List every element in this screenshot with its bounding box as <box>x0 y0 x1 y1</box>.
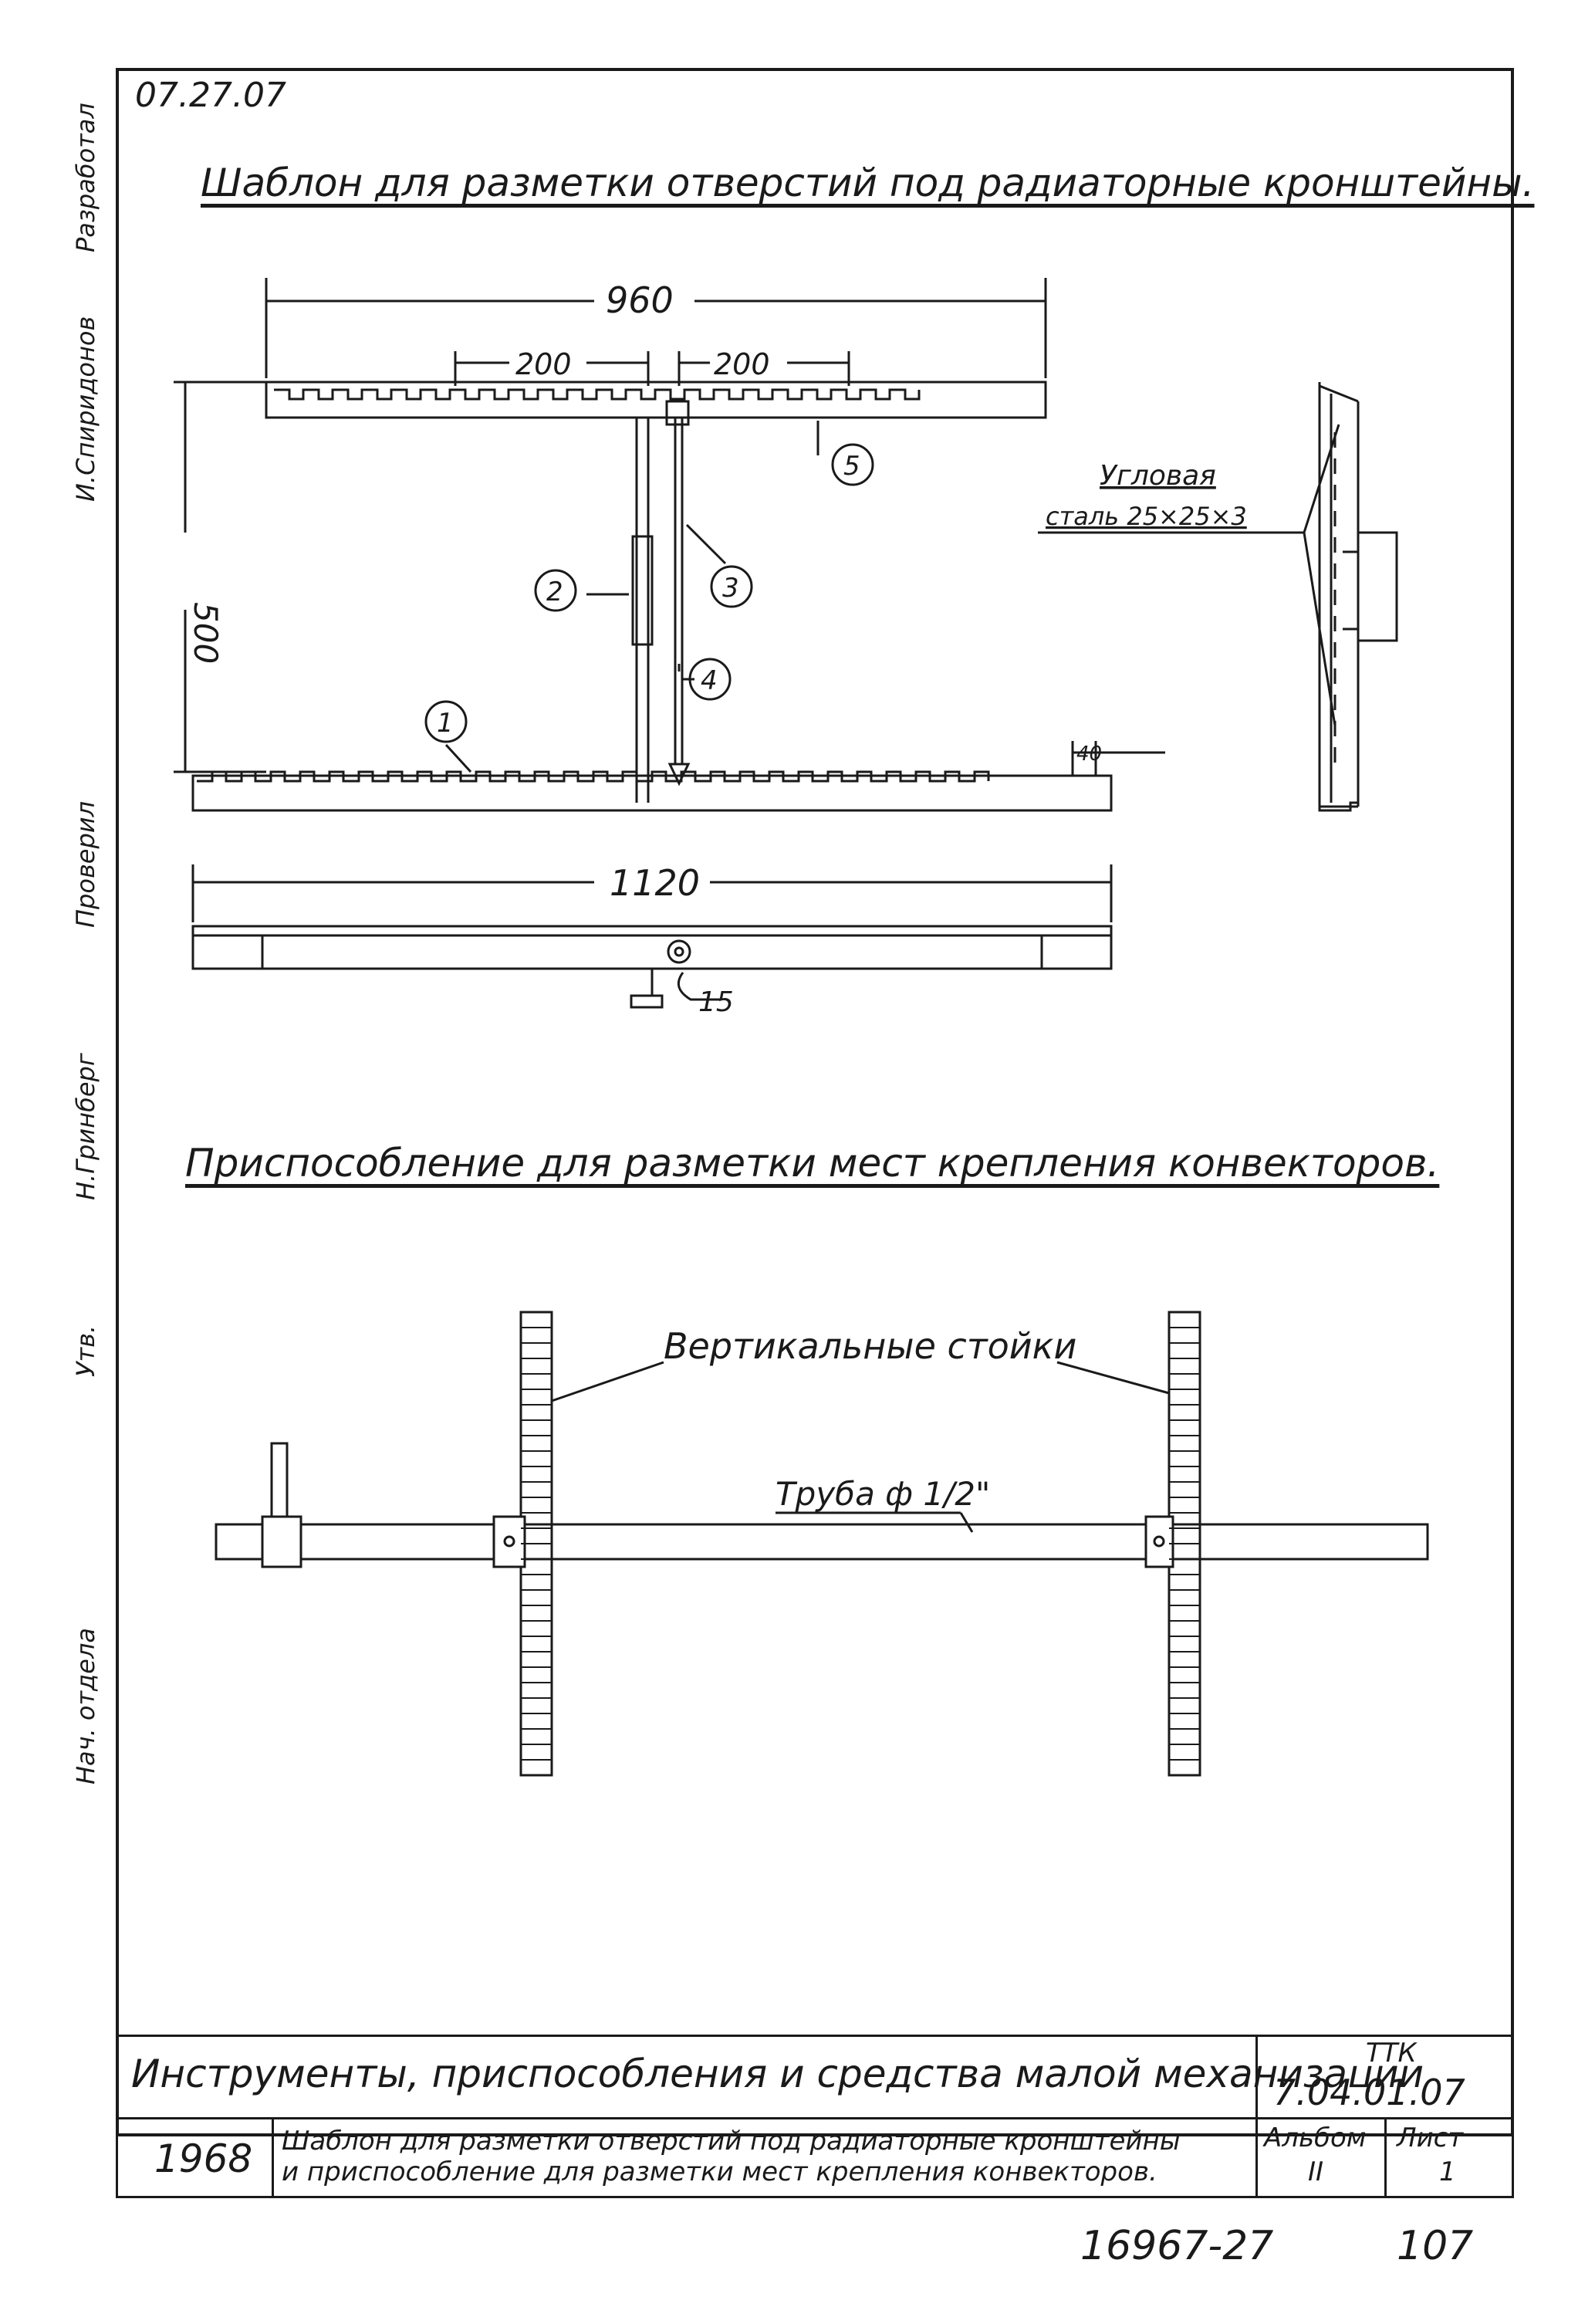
callout-3: 3 <box>722 573 739 604</box>
dim-40: 40 <box>1076 743 1102 766</box>
handle-2 <box>631 535 654 646</box>
subtitle-line-2: и приспособление для разметки мест крепл… <box>282 2157 1157 2187</box>
subtitle-line-1: Шаблон для разметки отверстий под радиат… <box>282 2126 1181 2157</box>
dim-960: 960 <box>606 279 674 321</box>
bottom-bar-notches <box>197 770 990 783</box>
ttk-label: ТТК <box>1366 2038 1417 2069</box>
top-bar <box>265 381 1047 419</box>
angle-steel-label-1: Угловая <box>1100 460 1216 492</box>
fixture-title: Приспособление для разметки мест креплен… <box>185 1141 1440 1186</box>
year: 1968 <box>154 2136 253 2181</box>
sheet-cell <box>1384 2117 1514 2198</box>
sheet-label: Лист <box>1397 2123 1464 2153</box>
dim-200-left: 200 <box>515 347 572 381</box>
posts-label: Вертикальные стойки <box>664 1325 1076 1367</box>
angle-steel-handle <box>1357 531 1398 642</box>
plan-view-bar <box>191 925 1113 970</box>
angle-steel-label-2: сталь 25×25×3 <box>1046 502 1247 531</box>
album-label: Альбом <box>1264 2123 1367 2153</box>
callout-circle-3 <box>710 565 753 608</box>
drawing-sheet-frame <box>116 68 1514 2136</box>
pipe <box>215 1523 1429 1561</box>
ttk-code: 7.04.01.07 <box>1273 2072 1465 2113</box>
top-bar-notches <box>274 388 921 401</box>
callout-circle-5 <box>831 443 874 486</box>
dim-1120: 1120 <box>610 862 700 904</box>
callout-circle-1 <box>424 700 468 743</box>
dim-500: 500 <box>187 602 225 664</box>
document-code: 07.27.07 <box>135 76 286 115</box>
callout-5: 5 <box>843 451 860 482</box>
callout-2: 2 <box>546 577 563 607</box>
page-number: 107 <box>1397 2223 1474 2269</box>
callout-1: 1 <box>437 708 454 739</box>
main-title: Инструменты, приспособления и средства м… <box>131 2052 1424 2096</box>
title-block: Инструменты, приспособления и средства м… <box>116 2035 1514 2198</box>
template-drawing: 960 200 200 500 1120 40 15 1 2 3 4 5 Угл… <box>174 278 1398 1018</box>
inventory-number: 16967-27 <box>1080 2223 1274 2269</box>
pipe-label: Труба ф 1/2" <box>776 1475 990 1513</box>
album-value: II <box>1308 2157 1324 2187</box>
callout-circle-2 <box>534 569 577 612</box>
post-ticks <box>521 1327 1200 1761</box>
fixture-drawing: Вертикальные стойки Труба ф 1/2" <box>215 1311 1429 1777</box>
callout-circle-4 <box>688 658 732 701</box>
dim-200-right: 200 <box>714 347 770 381</box>
template-title: Шаблон для разметки отверстий под радиат… <box>201 161 1535 205</box>
callout-4: 4 <box>701 665 718 696</box>
dim-15: 15 <box>698 986 734 1018</box>
sheet-value: 1 <box>1439 2157 1456 2187</box>
